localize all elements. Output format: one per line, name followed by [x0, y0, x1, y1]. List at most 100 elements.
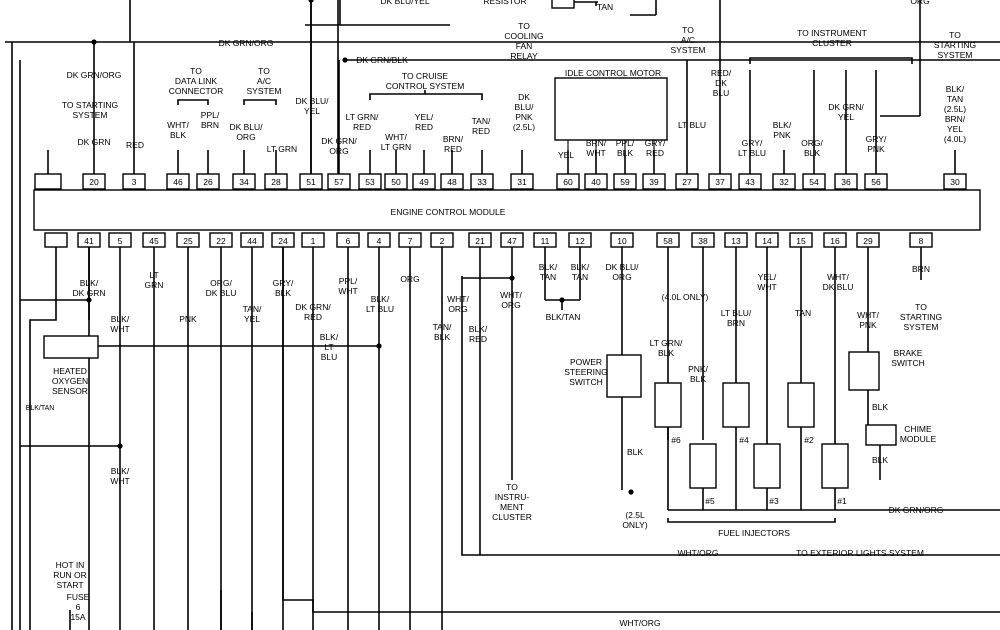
wire-p14: YEL/WHT [757, 272, 777, 292]
wire-p8: BRN [912, 264, 930, 274]
splice-dot [509, 275, 515, 281]
bottom-pin-10 [610, 232, 634, 248]
blk-brake: BLK [872, 402, 888, 412]
top-pin-33 [470, 173, 494, 190]
wire-p13: LT BLU/BRN [721, 308, 752, 328]
wire-p40: BRN/WHT [586, 138, 607, 158]
wire-p50: WHT/LT GRN [381, 132, 411, 152]
top-pin-40 [584, 173, 608, 190]
idle-motor-label: IDLE CONTROL MOTOR [565, 68, 661, 78]
top-pin-59 [613, 173, 637, 190]
injector-label-inj5: #5 [705, 496, 715, 506]
top-pin-26 [196, 173, 220, 190]
injector-label-inj4: #4 [739, 435, 749, 445]
injector-inj3 [753, 443, 781, 489]
bottom-pin-label-8: 8 [919, 236, 924, 246]
splice-dot [628, 489, 634, 495]
bottom-pin-58 [656, 232, 680, 248]
wire-p16: WHT/DK BLU [823, 272, 854, 292]
top-pin-label-49: 49 [419, 177, 429, 187]
wire-p46: WHT/BLK [167, 120, 189, 140]
bottom-pin-29 [856, 232, 880, 248]
top-pin-label-56: 56 [871, 177, 881, 187]
top-pin-label-28: 28 [271, 177, 281, 187]
wire-p56: GRY/PNK [866, 134, 887, 154]
blk-tan-join: BLK/TAN [546, 312, 581, 322]
top-pin-56 [864, 173, 888, 190]
wire [667, 518, 836, 523]
top-pin-label-50: 50 [391, 177, 401, 187]
bottom-pin-label-4: 4 [377, 236, 382, 246]
top-pin-label-51: 51 [306, 177, 316, 187]
top-pin-30 [943, 173, 967, 190]
idle-control-motor [554, 77, 668, 141]
wire [461, 278, 1000, 556]
wire [29, 247, 57, 630]
top-pin-37 [708, 173, 732, 190]
bottom-pin-label-41: 41 [84, 236, 94, 246]
top-pin-label-37: 37 [715, 177, 725, 187]
top-pin-label-32: 32 [779, 177, 789, 187]
bottom-pin-label-15: 15 [796, 236, 806, 246]
wire-p29: WHT/PNK [857, 310, 879, 330]
engine-control-module [33, 189, 981, 231]
bottom-pin-label-47: 47 [507, 236, 517, 246]
wire-p59: PPL/BLK [616, 138, 635, 158]
bottom-pin-12 [568, 232, 592, 248]
bottom-pin-47 [500, 232, 524, 248]
wire-p39: GRY/RED [645, 138, 666, 158]
injector-inj1 [821, 443, 849, 489]
bottom-pin-label-11: 11 [541, 236, 550, 246]
bottom-pin-label-5: 5 [118, 236, 123, 246]
wire-p51: DK BLU/YEL [295, 96, 329, 116]
bottom-pin-41 [77, 232, 101, 248]
resistor [551, 0, 575, 9]
bottom-pin-8 [909, 232, 933, 248]
injector-label-inj3: #3 [769, 496, 779, 506]
wires [5, 0, 1000, 630]
splice-dot [559, 297, 565, 303]
wire-p4: BLK/LT BLU [366, 294, 394, 314]
injector-label-inj1: #1 [837, 496, 847, 506]
wire-p11: BLK/TAN [539, 262, 558, 282]
wire [177, 99, 209, 105]
top-pin-39 [642, 173, 666, 190]
bottom-pin-1 [301, 232, 325, 248]
injector-label-inj2: #2 [804, 435, 814, 445]
wire-p36: DK GRN/YEL [828, 102, 864, 122]
top-pin-label-48: 48 [447, 177, 457, 187]
wire-p44: TAN/YEL [243, 304, 262, 324]
top-pin-label-59: 59 [620, 177, 630, 187]
wire-p10: DK BLU/ORG [605, 262, 639, 282]
bottom-pin-label-29: 29 [863, 236, 873, 246]
wire-p54: ORG/BLK [801, 138, 823, 158]
top-pin-54 [802, 173, 826, 190]
top-pin-label-53: 53 [365, 177, 375, 187]
top-pin-label-39: 39 [649, 177, 659, 187]
wire-p48: BRN/RED [443, 134, 464, 154]
top-pin-label-36: 36 [841, 177, 851, 187]
wire-p30: BLK/TAN(2.5L)BRN/YEL(4.0L) [944, 84, 966, 144]
bottom-pin-label-25: 25 [183, 236, 193, 246]
top-pin-label-43: 43 [745, 177, 755, 187]
bottom-pin-label-7: 7 [408, 236, 413, 246]
wire [369, 93, 483, 100]
bottom-pin-15 [789, 232, 813, 248]
blk-wht-lower: BLK/WHT [110, 466, 130, 486]
wht-org-bottom: WHT/ORG [619, 618, 660, 628]
top-pin-label-46: 46 [173, 177, 183, 187]
bottom-pin-label-1: 1 [311, 236, 316, 246]
bottom-pin-label-16: 16 [830, 236, 840, 246]
top-pin-3 [122, 173, 146, 190]
injector-inj2 [787, 382, 815, 428]
module-title: ENGINE CONTROL MODULE [391, 207, 506, 217]
bottom-pin-2 [430, 232, 454, 248]
